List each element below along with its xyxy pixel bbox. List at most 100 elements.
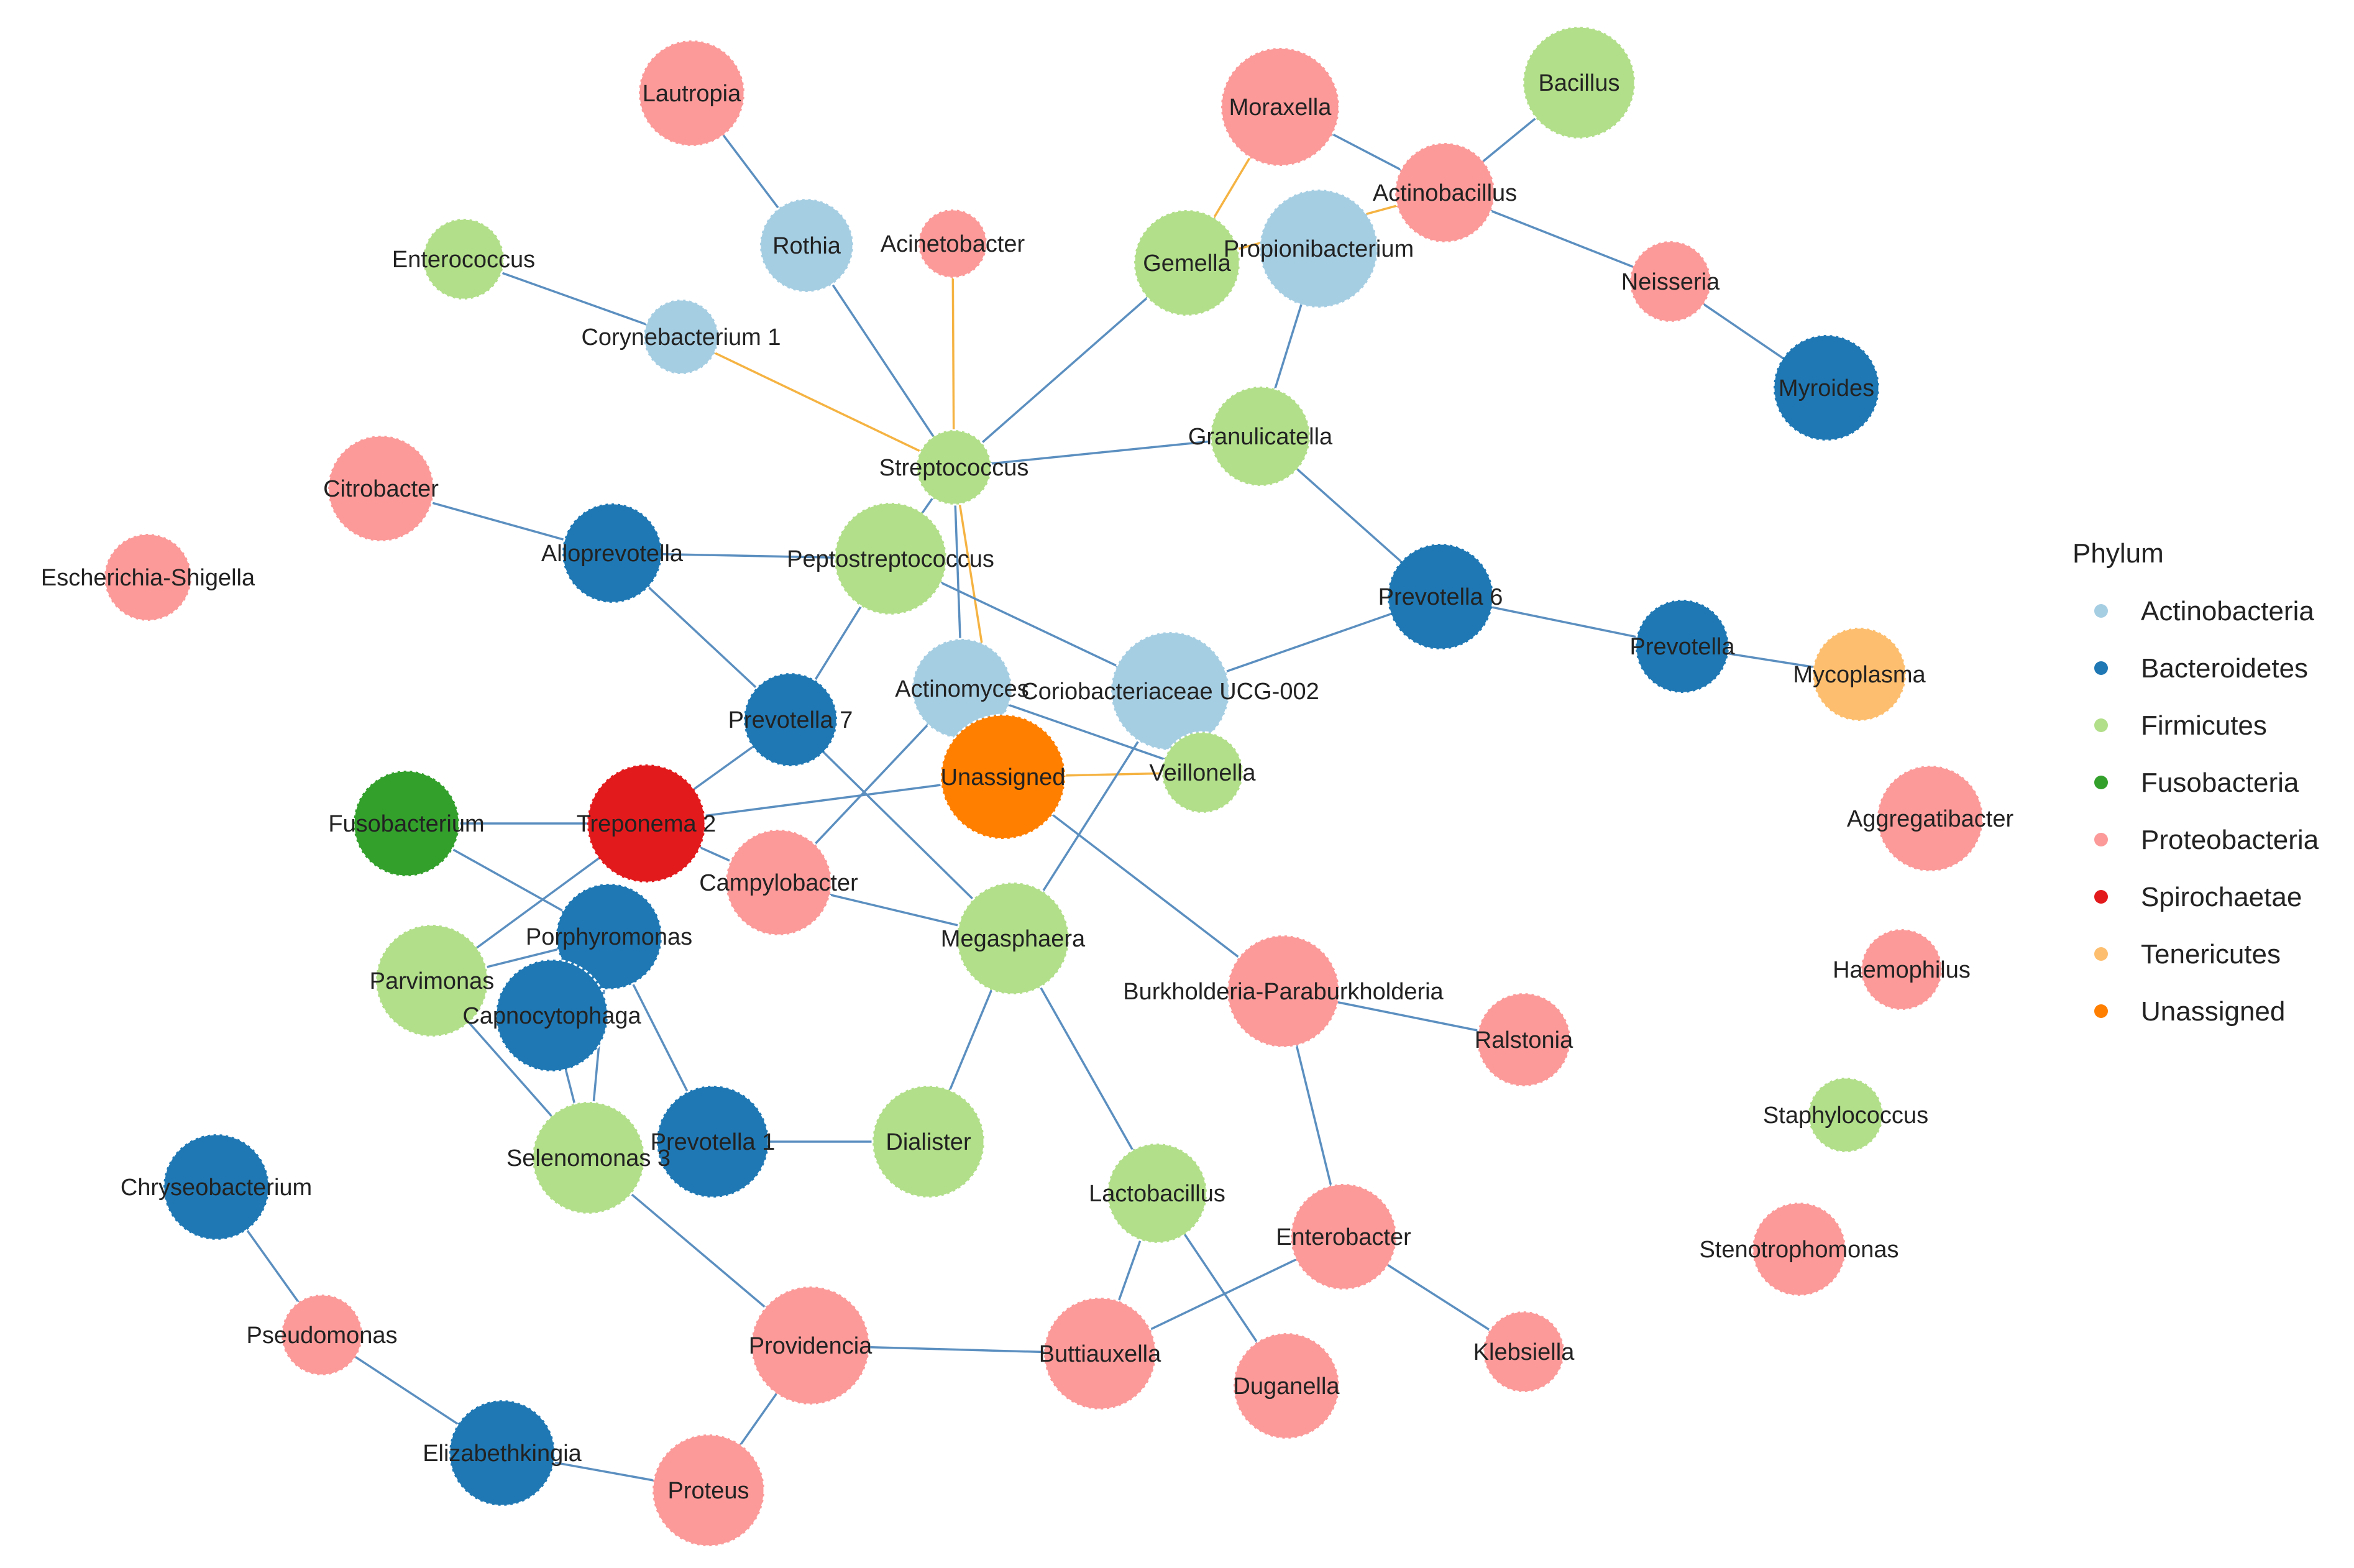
node-treponema2[interactable] bbox=[586, 763, 707, 884]
node-myroides[interactable] bbox=[1772, 334, 1880, 442]
node-prevotella7[interactable] bbox=[743, 672, 838, 768]
node-label-fusobacterium: Fusobacterium bbox=[328, 811, 484, 837]
legend-item-fusobacteria: Fusobacteria bbox=[2094, 768, 2299, 798]
node-granulicatella[interactable] bbox=[1209, 385, 1311, 487]
node-label-bacillus: Bacillus bbox=[1539, 70, 1620, 96]
node-prevotella1[interactable] bbox=[656, 1084, 770, 1199]
node-pseudomonas[interactable] bbox=[280, 1293, 364, 1377]
node-unassigned[interactable] bbox=[940, 713, 1066, 840]
node-staphylococcus[interactable] bbox=[1807, 1076, 1884, 1153]
node-dialister[interactable] bbox=[871, 1084, 986, 1199]
legend-item-spirochaetae: Spirochaetae bbox=[2094, 882, 2302, 912]
node-selenomonas3[interactable] bbox=[531, 1101, 646, 1215]
node-stenotrophomonas[interactable] bbox=[1751, 1201, 1847, 1297]
node-label-moraxella: Moraxella bbox=[1229, 94, 1332, 121]
node-haemophilus[interactable] bbox=[1860, 928, 1943, 1011]
node-label-klebsiella: Klebsiella bbox=[1473, 1339, 1575, 1365]
node-label-aggregatibacter: Aggregatibacter bbox=[1847, 806, 2014, 832]
edge-corynebacterium1-streptococcus bbox=[680, 336, 955, 469]
node-label-prevotella: Prevotella bbox=[1630, 634, 1736, 660]
node-propionibacterium[interactable] bbox=[1258, 188, 1379, 309]
legend-label-tenericutes: Tenericutes bbox=[2141, 939, 2281, 970]
node-megasphaera[interactable] bbox=[956, 881, 1070, 996]
node-prevotella[interactable] bbox=[1634, 598, 1730, 694]
legend-label-fusobacteria: Fusobacteria bbox=[2141, 768, 2299, 798]
node-label-prevotella6: Prevotella 6 bbox=[1378, 584, 1503, 610]
node-capnocytophaga[interactable] bbox=[495, 958, 609, 1073]
node-label-corynebacterium1: Corynebacterium 1 bbox=[581, 324, 781, 351]
node-peptostreptococcus[interactable] bbox=[833, 502, 948, 616]
legend-title: Phylum bbox=[2072, 538, 2164, 569]
node-acinetobacter[interactable] bbox=[917, 208, 988, 279]
node-label-chryseobacterium: Chryseobacterium bbox=[121, 1175, 312, 1201]
legend-items: ActinobacteriaBacteroidetesFirmicutesFus… bbox=[2094, 596, 2319, 1027]
node-enterococcus[interactable] bbox=[422, 218, 505, 301]
node-lactobacillus[interactable] bbox=[1106, 1142, 1208, 1244]
node-label-capnocytophaga: Capnocytophaga bbox=[462, 1003, 641, 1029]
node-label-alloprevotella: Alloprevotella bbox=[541, 541, 684, 567]
node-elizabethkingia[interactable] bbox=[448, 1399, 556, 1507]
node-parvimonas[interactable] bbox=[375, 924, 489, 1038]
nodes-layer bbox=[103, 25, 1984, 1547]
node-bacillus[interactable] bbox=[1522, 25, 1636, 140]
node-gemella[interactable] bbox=[1133, 209, 1241, 317]
node-label-treponema2: Treponema 2 bbox=[577, 811, 717, 837]
node-label-myroides: Myroides bbox=[1779, 375, 1874, 401]
legend-item-actinobacteria: Actinobacteria bbox=[2094, 596, 2314, 626]
node-escherichiashigella[interactable] bbox=[103, 533, 193, 622]
node-label-neisseria: Neisseria bbox=[1621, 269, 1720, 295]
legend-label-actinobacteria: Actinobacteria bbox=[2141, 596, 2314, 626]
node-enterobacter[interactable] bbox=[1289, 1183, 1398, 1291]
legend-item-tenericutes: Tenericutes bbox=[2094, 939, 2281, 970]
node-label-selenomonas3: Selenomonas 3 bbox=[506, 1145, 671, 1171]
node-ralstonia[interactable] bbox=[1476, 992, 1572, 1088]
node-label-lactobacillus: Lactobacillus bbox=[1089, 1181, 1225, 1207]
node-label-campylobacter: Campylobacter bbox=[699, 870, 858, 896]
node-fusobacterium[interactable] bbox=[352, 769, 460, 878]
node-label-stenotrophomonas: Stenotrophomonas bbox=[1699, 1237, 1898, 1263]
legend-item-proteobacteria: Proteobacteria bbox=[2094, 825, 2319, 855]
node-label-mycoplasma: Mycoplasma bbox=[1793, 662, 1926, 688]
node-rothia[interactable] bbox=[759, 198, 854, 293]
node-veillonella[interactable] bbox=[1161, 731, 1244, 814]
node-label-citrobacter: Citrobacter bbox=[323, 476, 439, 502]
node-duganella[interactable] bbox=[1232, 1332, 1340, 1440]
legend-swatch-tenericutes bbox=[2094, 947, 2108, 961]
legend-item-bacteroidetes: Bacteroidetes bbox=[2094, 653, 2308, 684]
node-chryseobacterium[interactable] bbox=[162, 1133, 270, 1241]
node-neisseria[interactable] bbox=[1629, 240, 1712, 323]
node-alloprevotella[interactable] bbox=[561, 502, 663, 604]
node-moraxella[interactable] bbox=[1220, 47, 1340, 167]
node-buttiauxella[interactable] bbox=[1043, 1296, 1157, 1411]
node-campylobacter[interactable] bbox=[725, 828, 833, 937]
node-label-haemophilus: Haemophilus bbox=[1833, 957, 1971, 983]
legend-swatch-proteobacteria bbox=[2094, 833, 2108, 846]
node-coriobacteriaceae[interactable] bbox=[1110, 631, 1230, 751]
node-label-acinetobacter: Acinetobacter bbox=[881, 231, 1025, 257]
legend-label-unassigned: Unassigned bbox=[2141, 996, 2285, 1027]
node-lautropia[interactable] bbox=[638, 39, 746, 147]
node-proteus[interactable] bbox=[651, 1433, 766, 1547]
node-citrobacter[interactable] bbox=[327, 434, 435, 543]
node-aggregatibacter[interactable] bbox=[1876, 764, 1984, 873]
node-label-pseudomonas: Pseudomonas bbox=[247, 1323, 398, 1349]
legend-label-bacteroidetes: Bacteroidetes bbox=[2141, 653, 2308, 684]
node-actinobacillus[interactable] bbox=[1394, 142, 1496, 244]
legend-swatch-spirochaetae bbox=[2094, 890, 2108, 904]
edge-streptococcus-granulicatella bbox=[953, 435, 1261, 469]
node-label-veillonella: Veillonella bbox=[1149, 760, 1256, 786]
node-label-providencia: Providencia bbox=[749, 1333, 872, 1359]
node-burkholderia[interactable] bbox=[1226, 934, 1340, 1048]
node-streptococcus[interactable] bbox=[915, 429, 992, 506]
node-providencia[interactable] bbox=[750, 1285, 871, 1406]
legend-swatch-fusobacteria bbox=[2094, 776, 2108, 789]
legend-swatch-firmicutes bbox=[2094, 718, 2108, 732]
node-klebsiella[interactable] bbox=[1482, 1310, 1565, 1393]
node-mycoplasma[interactable] bbox=[1811, 626, 1907, 722]
node-label-porphyromonas: Porphyromonas bbox=[526, 924, 692, 950]
node-porphyromonas[interactable] bbox=[555, 883, 663, 991]
node-prevotella6[interactable] bbox=[1386, 543, 1495, 651]
legend-item-firmicutes: Firmicutes bbox=[2094, 710, 2267, 741]
node-corynebacterium1[interactable] bbox=[643, 298, 720, 375]
